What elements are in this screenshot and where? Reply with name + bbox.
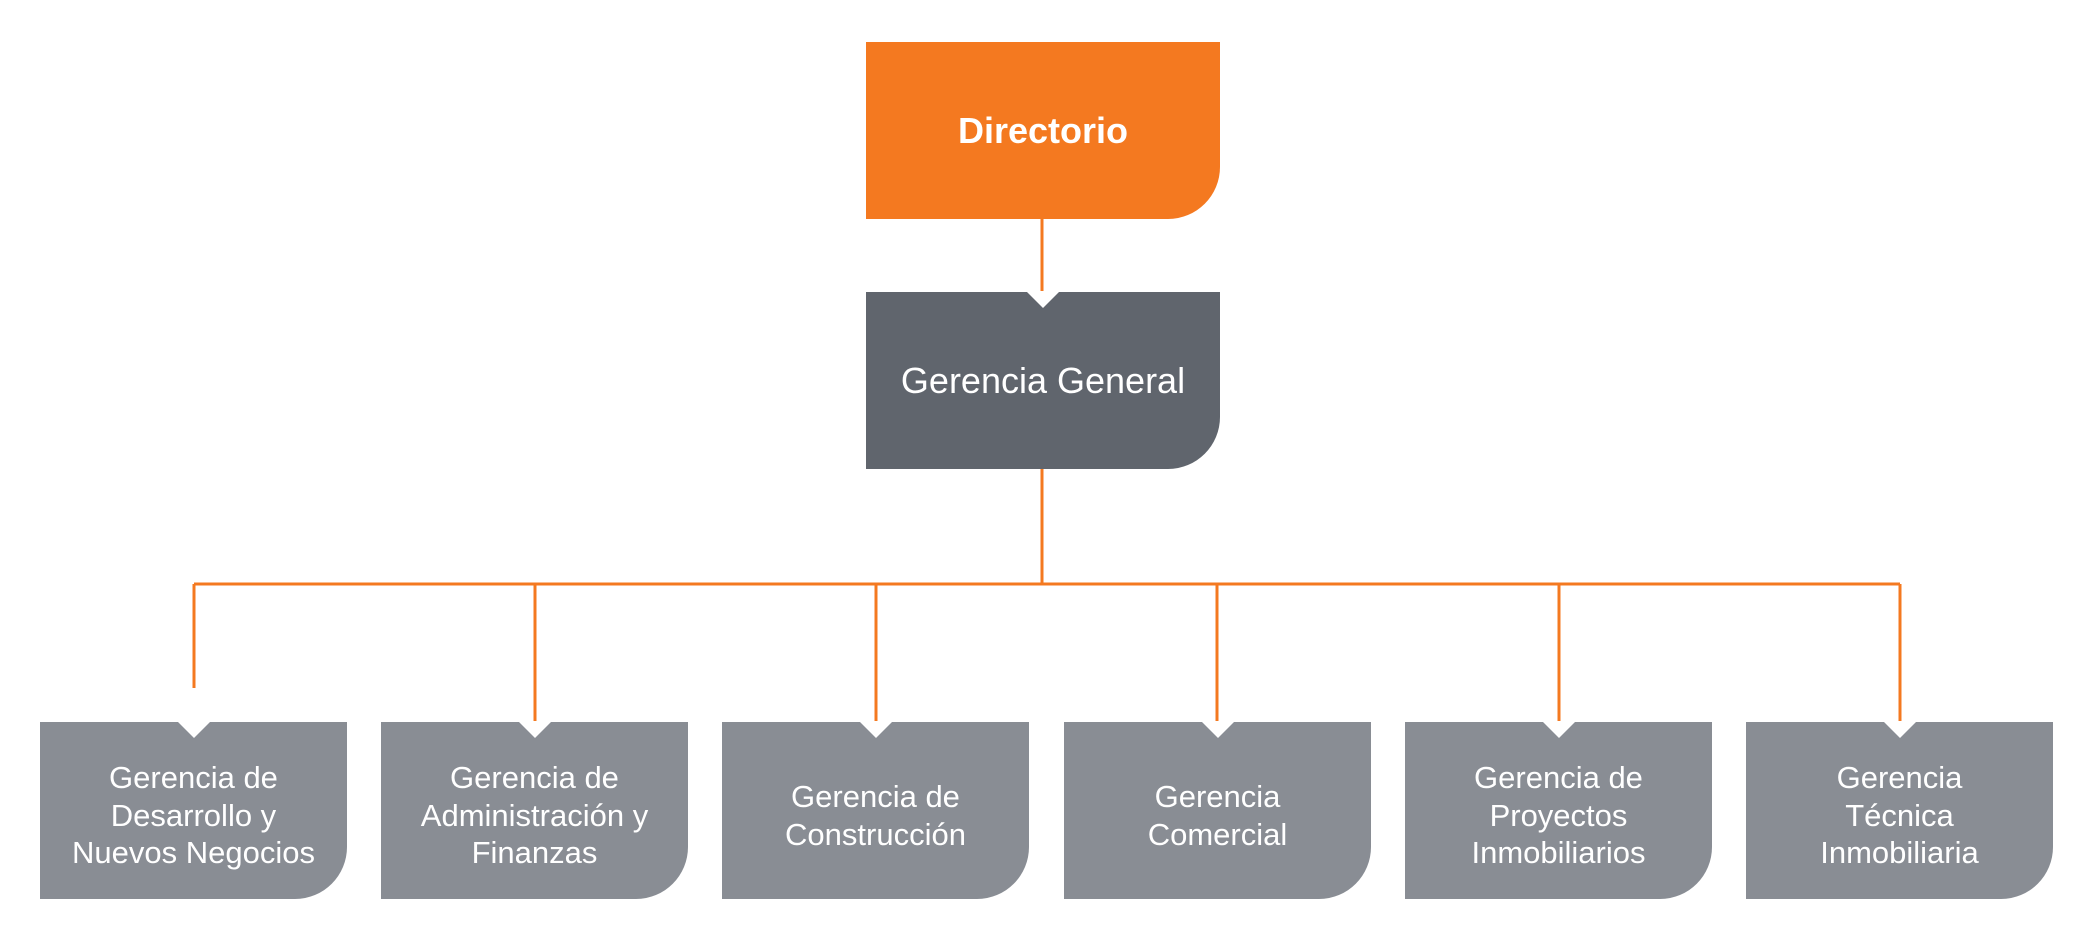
node-notch [1541, 721, 1576, 738]
node-label: Gerencia de Proyectos Inmobiliarios [1471, 759, 1646, 871]
node-proyectos-inmobiliarios: Gerencia de Proyectos Inmobiliarios [1405, 721, 1712, 899]
node-label: Gerencia Comercial [1147, 778, 1288, 852]
node-gerencia-general: Gerencia General [866, 291, 1220, 469]
node-tecnica-inmobiliaria: Gerencia Técnica Inmobiliaria [1746, 721, 2053, 899]
node-comercial: Gerencia Comercial [1064, 721, 1371, 899]
node-administracion-finanzas: Gerencia de Administración y Finanzas [381, 721, 688, 899]
node-notch [858, 721, 893, 738]
node-notch [517, 721, 552, 738]
node-desarrollo-nuevos-negocios: Gerencia de Desarrollo y Nuevos Negocios [40, 721, 347, 899]
node-gerencia-general-label: Gerencia General [900, 359, 1186, 401]
node-notch [1200, 721, 1235, 738]
node-label: Gerencia de Desarrollo y Nuevos Negocios [72, 759, 315, 871]
node-construccion: Gerencia de Construcción [722, 721, 1029, 899]
node-directorio-label: Directorio [957, 109, 1129, 151]
node-label: Gerencia Técnica Inmobiliaria [1820, 759, 1979, 871]
node-label: Gerencia de Construcción [785, 778, 966, 852]
node-notch [1026, 291, 1060, 308]
node-label: Gerencia de Administración y Finanzas [420, 759, 649, 871]
node-directorio: Directorio [866, 42, 1220, 219]
node-notch [1882, 721, 1917, 738]
node-notch [176, 721, 211, 738]
